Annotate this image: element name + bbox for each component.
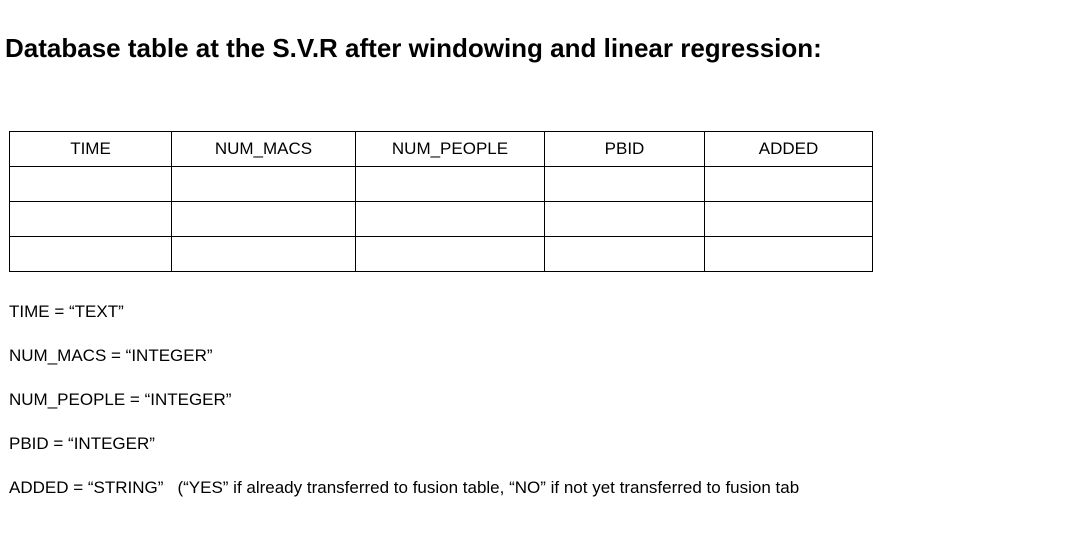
table-row: [9, 166, 873, 202]
table-cell: [355, 201, 545, 237]
table-cell: [171, 201, 356, 237]
database-table: TIME NUM_MACS NUM_PEOPLE PBID ADDED: [9, 131, 873, 272]
field-type-definitions: TIME = “TEXT” NUM_MACS = “INTEGER” NUM_P…: [9, 300, 929, 520]
table-cell: [704, 236, 873, 272]
column-header-num-macs: NUM_MACS: [171, 131, 356, 167]
definition-num-people: NUM_PEOPLE = “INTEGER”: [9, 388, 929, 432]
definition-time: TIME = “TEXT”: [9, 300, 929, 344]
definition-text: TIME = “TEXT”: [9, 302, 124, 321]
table-cell: [355, 166, 545, 202]
definition-note: (“YES” if already transferred to fusion …: [177, 478, 800, 497]
table-header-row: TIME NUM_MACS NUM_PEOPLE PBID ADDED: [9, 131, 873, 167]
definition-text: ADDED = “STRING”: [9, 478, 164, 497]
table-row: [9, 236, 873, 272]
definition-added: ADDED = “STRING” (“YES” if already transf…: [9, 476, 929, 520]
table-cell: [544, 236, 705, 272]
column-header-num-people: NUM_PEOPLE: [355, 131, 545, 167]
table-cell: [171, 166, 356, 202]
table-cell: [355, 236, 545, 272]
table-cell: [544, 166, 705, 202]
definition-text: NUM_PEOPLE = “INTEGER”: [9, 390, 232, 409]
table-cell: [704, 166, 873, 202]
definition-pbid: PBID = “INTEGER”: [9, 432, 929, 476]
column-header-pbid: PBID: [544, 131, 705, 167]
table-cell: [9, 201, 172, 237]
definition-text: PBID = “INTEGER”: [9, 434, 155, 453]
definition-num-macs: NUM_MACS = “INTEGER”: [9, 344, 929, 388]
table-row: [9, 201, 873, 237]
table-cell: [9, 236, 172, 272]
table-cell: [544, 201, 705, 237]
page-title: Database table at the S.V.R after window…: [5, 33, 822, 63]
table-cell: [704, 201, 873, 237]
table-cell: [9, 166, 172, 202]
table-cell: [171, 236, 356, 272]
column-header-added: ADDED: [704, 131, 873, 167]
definition-text: NUM_MACS = “INTEGER”: [9, 346, 213, 365]
column-header-time: TIME: [9, 131, 172, 167]
